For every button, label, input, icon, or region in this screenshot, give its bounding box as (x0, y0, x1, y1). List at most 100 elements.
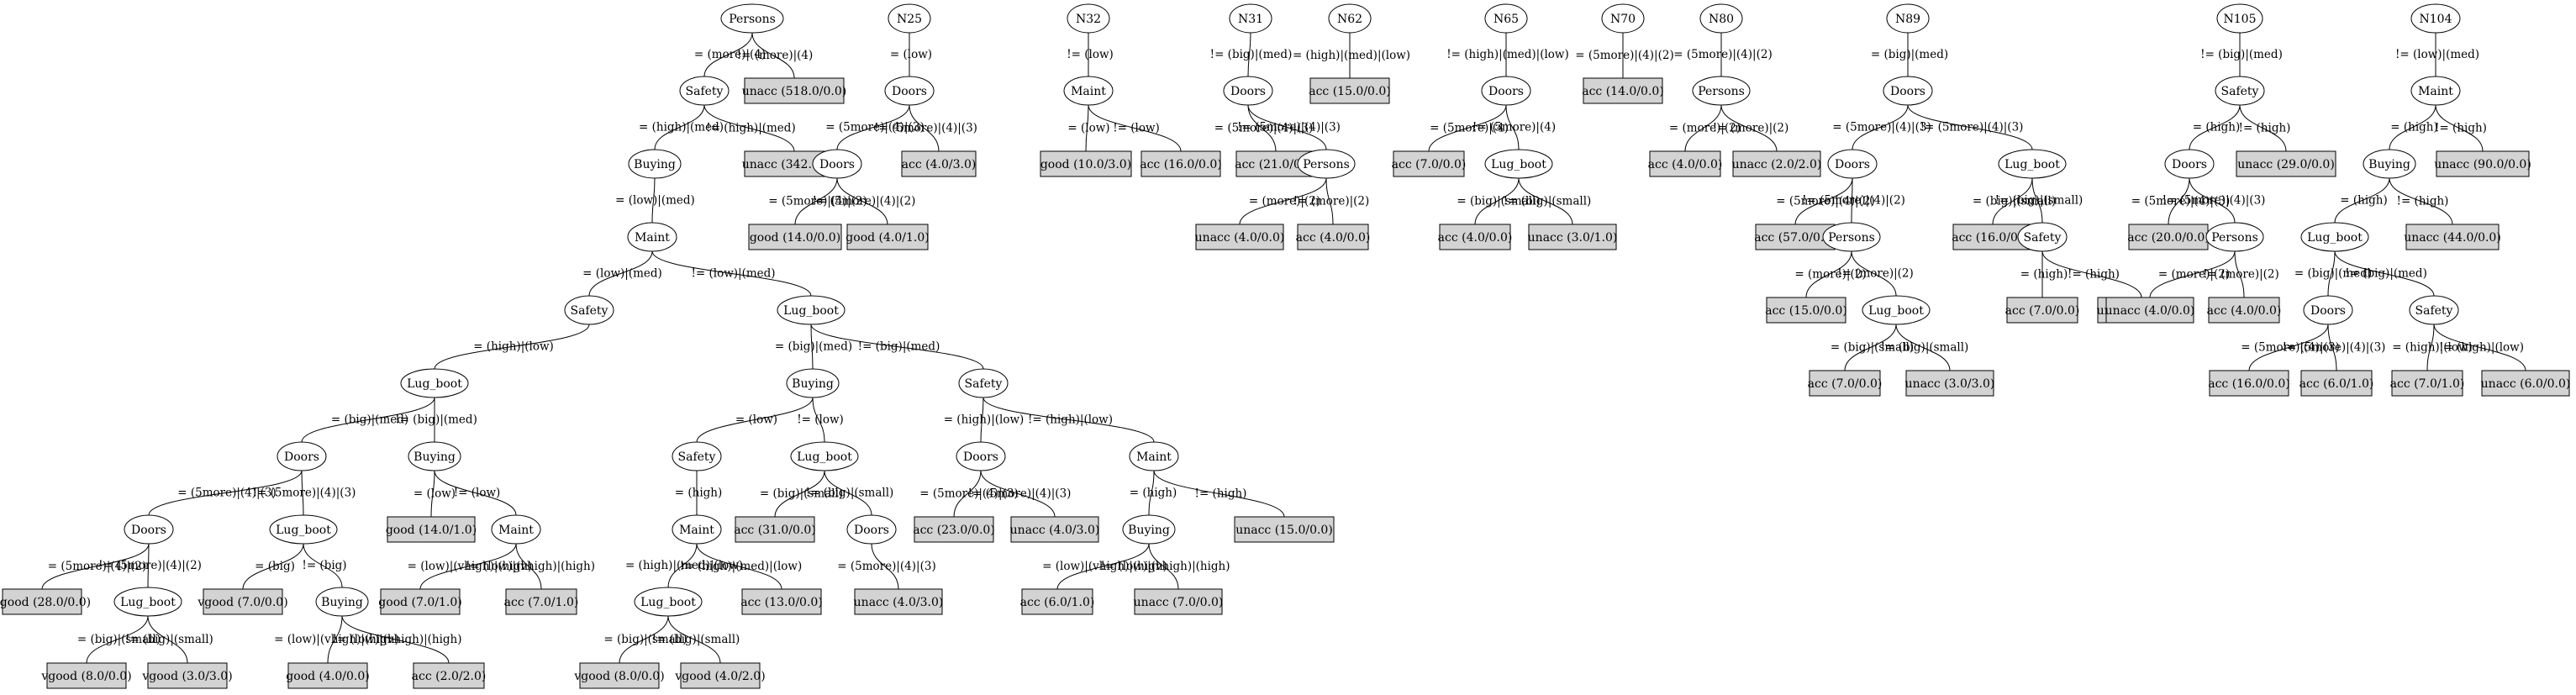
tree-edge (810, 324, 814, 370)
edge-label: != (low)|(vhigh)|(high) (466, 560, 595, 573)
tree-edge (1794, 177, 1853, 225)
edge-label: != (big)|(med) (1210, 48, 1293, 61)
node-label: Safety (2415, 304, 2453, 318)
leaf-node-vgood-8-0-0-0: vgood (8.0/0.0) (40, 662, 132, 689)
tree-edge (812, 397, 825, 443)
leaf-node-unacc-3-0-3-0: unacc (3.0/3.0) (1905, 370, 1995, 397)
edge-label: = (big)|(med) (775, 340, 852, 354)
node-label: Maint (679, 524, 714, 537)
tree-node-n70: N70 (1601, 3, 1645, 34)
edge-label: = (low)|(vhigh)|(high) (1042, 560, 1167, 573)
tree-edge (515, 543, 542, 590)
leaf-node-acc-13-0-0-0: acc (13.0/0.0) (740, 588, 823, 615)
tree-edge (2389, 177, 2453, 225)
tree-edge (1992, 177, 2033, 225)
node-label: N65 (1493, 13, 1519, 26)
node-label: unacc (15.0/0.0) (1235, 524, 1333, 537)
node-label: unacc (4.0/0.0) (2105, 304, 2195, 318)
tree-node-buying: Buying (628, 149, 682, 179)
node-label: Lug_boot (2307, 231, 2363, 245)
node-label: acc (16.0/0.0) (1952, 231, 2034, 245)
node-label: acc (4.0/3.0) (902, 158, 977, 171)
edge-label: != (5more)|(4)|(3) (253, 487, 356, 500)
tree-edge (1247, 104, 1277, 152)
edge-label: = (high)|(med)|(low) (625, 559, 743, 572)
edge-label: = (5more)|(4)|(2) (1776, 195, 1874, 208)
edge-label: = (low)|(vhigh)|(high) (274, 633, 399, 646)
tree-node-safety: Safety (958, 368, 1009, 398)
tree-edge (434, 470, 517, 516)
node-label: Lug_boot (1491, 158, 1546, 171)
edge-label: = (5more)|(4)|(2) (1575, 49, 1673, 62)
edge-label: != (big)|(med) (2345, 267, 2427, 281)
tree-edge (341, 615, 450, 664)
node-label: Safety (2024, 231, 2062, 245)
edge-label: != (high)|(med)|(low) (1446, 48, 1569, 61)
edge-label: = (low)|(med) (615, 194, 695, 208)
edge-label: = (5more)|(4)|(3) (2241, 341, 2339, 355)
tree-edge (1247, 32, 1251, 77)
node-label: Safety (2221, 85, 2259, 98)
leaf-node-acc-7-0-0-0: acc (7.0/0.0) (2005, 297, 2079, 324)
tree-edge (327, 615, 343, 664)
node-label: Safety (686, 85, 724, 98)
edge-label: = (big)|(small) (1973, 195, 2056, 208)
node-label: Safety (571, 304, 608, 318)
tree-edge (148, 470, 303, 516)
node-label: acc (23.0/0.0) (913, 524, 995, 537)
node-label: Doors (963, 450, 998, 464)
edge-label: = (high) (2193, 121, 2241, 134)
node-label: Doors (1890, 85, 1925, 98)
edge-label: = (big)|(med) (2294, 267, 2372, 281)
node-label: Lug_boot (2004, 158, 2060, 171)
edge-label: = (big)|(small) (1831, 341, 1914, 355)
node-label: Lug_boot (797, 450, 852, 464)
tree-edges: = (more)|(4)!= (more)|(4)= (high)|(med)!… (41, 32, 2526, 664)
tree-node-doors: Doors (812, 149, 862, 179)
node-label: Maint (2418, 85, 2453, 98)
edge-label: = (big)|(small) (77, 633, 161, 646)
tree-node-safety: Safety (672, 441, 722, 471)
edge-label: != (high)|(med) (706, 122, 795, 135)
tree-node-safety: Safety (2215, 76, 2265, 106)
edge-label: = (big)|(small) (1457, 195, 1540, 208)
edge-label: != (low)|(med) (691, 267, 775, 281)
tree-node-buying: Buying (408, 441, 461, 471)
tree-edge (1148, 470, 1155, 516)
leaf-node-acc-15-0-0-0: acc (15.0/0.0) (1309, 77, 1391, 104)
edge-label: != (high) (2068, 268, 2120, 282)
node-label: unacc (518.0/0.0) (742, 85, 847, 98)
edge-label: = (high) (2340, 194, 2388, 208)
tree-edge (2189, 177, 2236, 224)
edge-label: != (more)|(2) (1293, 195, 1370, 208)
node-label: Buying (634, 158, 676, 171)
tree-node-maint: Maint (627, 222, 677, 252)
node-label: vgood (7.0/0.0) (197, 596, 287, 609)
node-label: Lug_boot (783, 304, 839, 318)
tree-edge (1518, 177, 1573, 225)
node-label: unacc (29.0/0.0) (2237, 158, 2335, 171)
node-label: N70 (1610, 13, 1636, 26)
node-label: N105 (2224, 13, 2257, 26)
node-label: Doors (2172, 158, 2207, 171)
leaf-node-unacc-3-0-1-0: unacc (3.0/1.0) (1528, 224, 1617, 250)
node-label: unacc (3.0/3.0) (1905, 377, 1995, 391)
edge-label: != (big)|(small) (1995, 194, 2083, 208)
tree-node-lug-boot: Lug_boot (269, 514, 338, 545)
leaf-node-acc-4-0-3-0: acc (4.0/3.0) (901, 150, 977, 177)
node-label: unacc (4.0/3.0) (1010, 524, 1100, 537)
node-label: unacc (7.0/0.0) (1134, 596, 1224, 609)
node-label: acc (16.0/0.0) (1140, 158, 1222, 171)
edge-label: != (5more)|(4)|(3) (1920, 121, 2024, 134)
tree-edge (1505, 104, 1520, 150)
tree-edge (1720, 104, 1778, 152)
edge-label: = (more)|(2) (2158, 268, 2230, 282)
leaf-node-acc-16-0-0-0: acc (16.0/0.0) (1140, 150, 1222, 177)
tree-edge (1907, 104, 2033, 150)
leaf-node-acc-16-0-0-0: acc (16.0/0.0) (1952, 224, 2034, 250)
tree-edge (41, 543, 150, 590)
tree-node-lug-boot: Lug_boot (777, 295, 845, 325)
edge-label: = (big)|(med) (1871, 48, 1948, 61)
edge-label: != (big)|(small) (806, 487, 894, 500)
